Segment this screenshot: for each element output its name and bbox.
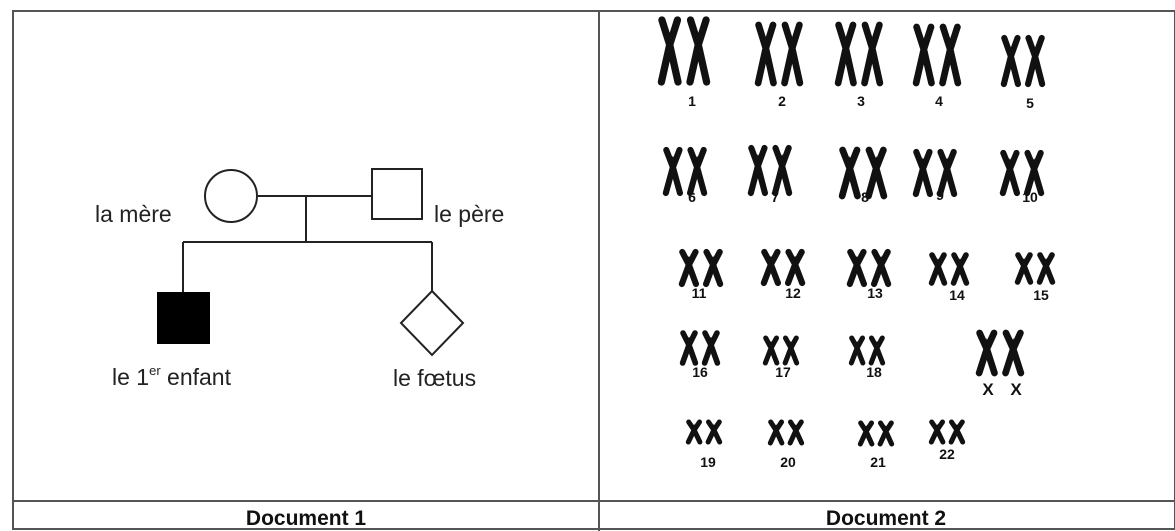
chromosome-pair-16 xyxy=(679,330,721,366)
chromosome-number-label: 20 xyxy=(780,454,796,470)
pedigree-diagram: la mère le père le 1er enfant le fœtus xyxy=(95,168,504,391)
chromosome-number-label: 1 xyxy=(688,93,696,109)
chromosome-number-label: 17 xyxy=(775,364,791,380)
mother-label: la mère xyxy=(95,201,172,227)
chromosome-number-label: 11 xyxy=(692,285,707,301)
chromosome-pair-18 xyxy=(848,335,886,366)
sex-chromosome-label: X xyxy=(982,380,994,399)
chromosome-pair-20 xyxy=(767,419,805,446)
chromosome-pair-9 xyxy=(912,148,958,198)
chromosome-pair-21 xyxy=(857,420,895,447)
chromosome-number-label: 10 xyxy=(1022,189,1038,205)
chromosome-pair-3 xyxy=(834,21,884,87)
fetus-symbol xyxy=(399,289,465,357)
chromosome-pair-8 xyxy=(838,146,888,200)
sex-chromosome-pair xyxy=(975,329,1025,377)
father-symbol xyxy=(371,168,423,220)
chromosome-pair-5 xyxy=(1000,34,1046,88)
chromosome-pair-19 xyxy=(685,419,723,445)
chromosome-pair-7 xyxy=(747,144,793,197)
chromosome-pair-10 xyxy=(999,149,1045,197)
chromosome-pair-4 xyxy=(912,23,962,87)
chromosome-pair-15 xyxy=(1014,252,1056,285)
chromosome-number-label: 18 xyxy=(866,364,882,380)
chromosome-number-label: 22 xyxy=(939,446,955,462)
chromosome-number-label: 21 xyxy=(870,454,886,470)
fetus-label: le fœtus xyxy=(393,365,476,391)
chromosome-number-label: 6 xyxy=(688,189,696,205)
table-frame xyxy=(12,10,1175,531)
document1-caption: Document 1 xyxy=(246,507,367,530)
chromosome-number-label: 16 xyxy=(692,364,708,380)
chromosome-number-label: 3 xyxy=(857,93,865,109)
mother-symbol xyxy=(204,169,258,223)
chromosome-number-label: 13 xyxy=(867,285,883,301)
chromosome-number-label: 8 xyxy=(861,189,869,205)
first-child-label: le 1er enfant xyxy=(112,363,232,390)
chromosome-number-label: 15 xyxy=(1033,287,1049,303)
chromosome-number-label: 7 xyxy=(771,189,779,205)
chromosome-number-label: 2 xyxy=(778,93,786,109)
chromosome-pair-11 xyxy=(678,248,724,288)
chromosome-pair-6 xyxy=(662,146,708,197)
document2-caption: Document 2 xyxy=(826,507,946,530)
chromosome-number-label: 5 xyxy=(1026,95,1034,111)
chromosome-number-label: 9 xyxy=(936,187,944,203)
chromosome-number-label: 14 xyxy=(949,287,965,303)
chromosome-pair-14 xyxy=(928,252,970,286)
chromosome-pair-1 xyxy=(657,16,711,86)
father-label: le père xyxy=(434,201,504,227)
chromosome-number-label: 12 xyxy=(785,285,801,301)
chromosome-number-label: 4 xyxy=(935,93,943,109)
affected-child-symbol xyxy=(157,292,210,344)
chromosome-number-label: 19 xyxy=(700,454,716,470)
chromosome-pair-2 xyxy=(754,21,804,87)
chromosome-pair-12 xyxy=(760,248,806,287)
chromosome-pair-17 xyxy=(762,335,800,366)
chromosome-pair-22 xyxy=(928,419,966,445)
sex-chromosome-label: X xyxy=(1010,380,1022,399)
chromosome-pair-13 xyxy=(846,248,892,288)
